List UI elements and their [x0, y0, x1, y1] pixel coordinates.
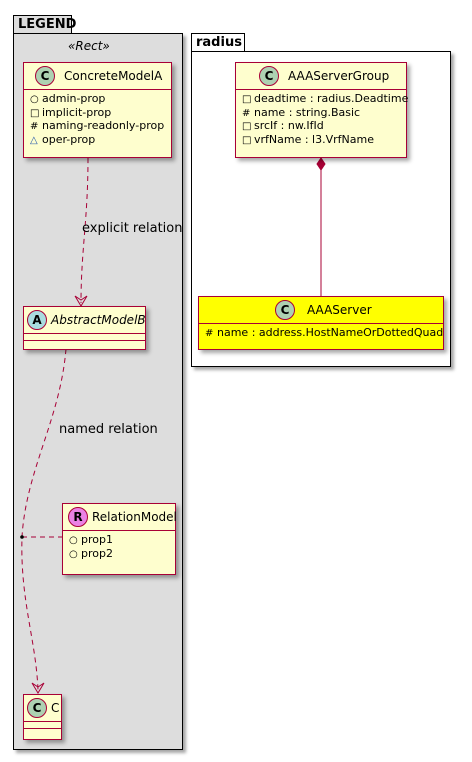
class-name: C — [51, 701, 60, 715]
attribute: □implicit-prop — [30, 105, 171, 121]
named-relation-label: named relation — [59, 422, 158, 437]
class-badge: C — [27, 698, 47, 718]
class-header: C C — [24, 695, 61, 722]
relation-junction-dot — [20, 535, 24, 539]
attribute-list: #name : address.HostNameOrDottedQuad — [199, 324, 443, 341]
class-badge: C — [35, 66, 55, 86]
class-name: ConcreteModelA — [64, 69, 163, 83]
class-name: RelationModel — [92, 510, 177, 524]
attribute-list: ○admin-prop □implicit-prop #naming-reado… — [24, 90, 171, 147]
attribute: ○admin-prop — [30, 92, 171, 107]
explicit-relation-edge — [80, 157, 89, 304]
explicit-relation-label: explicit relation — [82, 221, 183, 236]
composition-diamond — [316, 157, 326, 171]
abstract-model-b-class[interactable]: A AbstractModelB — [23, 306, 146, 350]
protected-visibility-icon: # — [205, 328, 214, 339]
aaa-server-class[interactable]: C AAAServer #name : address.HostNameOrDo… — [198, 296, 444, 350]
package-visibility-icon: △ — [30, 134, 38, 146]
class-header: A AbstractModelB — [24, 307, 146, 334]
attribute-text: naming-readonly-prop — [42, 119, 165, 132]
class-badge: C — [259, 66, 279, 86]
attribute: ○prop2 — [69, 546, 175, 562]
attribute: □srcIf : nw.IfId — [242, 119, 406, 134]
explicit-relation-arrowhead — [74, 295, 88, 307]
named-relation-arrowhead — [31, 682, 45, 694]
attribute-list: □deadtime : radius.Deadtime #name : stri… — [236, 90, 409, 148]
attribute-text: oper-prop — [42, 132, 96, 146]
class-header: C AAAServer — [199, 297, 443, 324]
class-name: AbstractModelB — [51, 313, 146, 327]
private-visibility-icon: □ — [242, 121, 252, 132]
named-relation-edge — [21, 348, 67, 691]
attribute-text: name : address.HostNameOrDottedQuad — [217, 326, 444, 339]
class-name: AAAServerGroup — [288, 69, 390, 83]
private-visibility-icon: □ — [30, 107, 40, 119]
abstract-badge: A — [27, 310, 47, 330]
radius-package-tab: radius — [191, 33, 245, 52]
class-name: AAAServer — [307, 303, 372, 317]
attribute: #name : address.HostNameOrDottedQuad — [205, 326, 444, 341]
concrete-model-a-class[interactable]: C ConcreteModelA ○admin-prop □implicit-p… — [23, 62, 172, 158]
public-visibility-icon: ○ — [69, 548, 78, 560]
attribute: □deadtime : radius.Deadtime — [242, 92, 409, 107]
attribute-list: ○prop1 ○prop2 — [63, 531, 175, 561]
class-header: C ConcreteModelA — [24, 63, 171, 90]
attribute-text: prop1 — [81, 533, 113, 546]
radius-package-title: radius — [196, 35, 242, 50]
relation-badge: R — [68, 507, 88, 527]
private-visibility-icon: □ — [242, 94, 252, 105]
protected-visibility-icon: # — [242, 107, 251, 119]
attribute-text: vrfName : l3.VrfName — [254, 132, 374, 146]
legend-package-title: LEGEND — [18, 17, 77, 32]
attribute-text: implicit-prop — [42, 105, 112, 119]
public-visibility-icon: ○ — [30, 94, 39, 105]
empty-section — [24, 728, 61, 729]
class-badge: C — [275, 300, 295, 320]
relation-model-class[interactable]: R RelationModel ○prop1 ○prop2 — [62, 503, 177, 575]
empty-section — [24, 340, 145, 341]
attribute-text: admin-prop — [42, 92, 106, 105]
attribute: ○prop1 — [69, 533, 175, 548]
class-header: R RelationModel — [63, 504, 177, 531]
legend-package-tab: LEGEND — [13, 15, 76, 34]
class-header: C AAAServerGroup — [236, 63, 406, 90]
attribute: △ oper-prop — [30, 132, 171, 148]
attribute-text: deadtime : radius.Deadtime — [254, 92, 409, 105]
public-visibility-icon: ○ — [69, 535, 78, 546]
attribute-text: srcIf : nw.IfId — [254, 119, 324, 132]
attribute-text: prop2 — [81, 546, 113, 560]
protected-visibility-icon: # — [30, 121, 39, 132]
aaa-server-group-class[interactable]: C AAAServerGroup □deadtime : radius.Dead… — [235, 62, 409, 158]
c-class[interactable]: C C — [23, 694, 62, 740]
attribute-text: name : string.Basic — [254, 105, 361, 119]
attribute: □vrfName : l3.VrfName — [242, 132, 406, 148]
private-visibility-icon: □ — [242, 134, 252, 146]
attribute: #naming-readonly-prop — [30, 119, 171, 134]
attribute: #name : string.Basic — [242, 105, 406, 121]
legend-stereotype: «Rect» — [68, 39, 110, 53]
